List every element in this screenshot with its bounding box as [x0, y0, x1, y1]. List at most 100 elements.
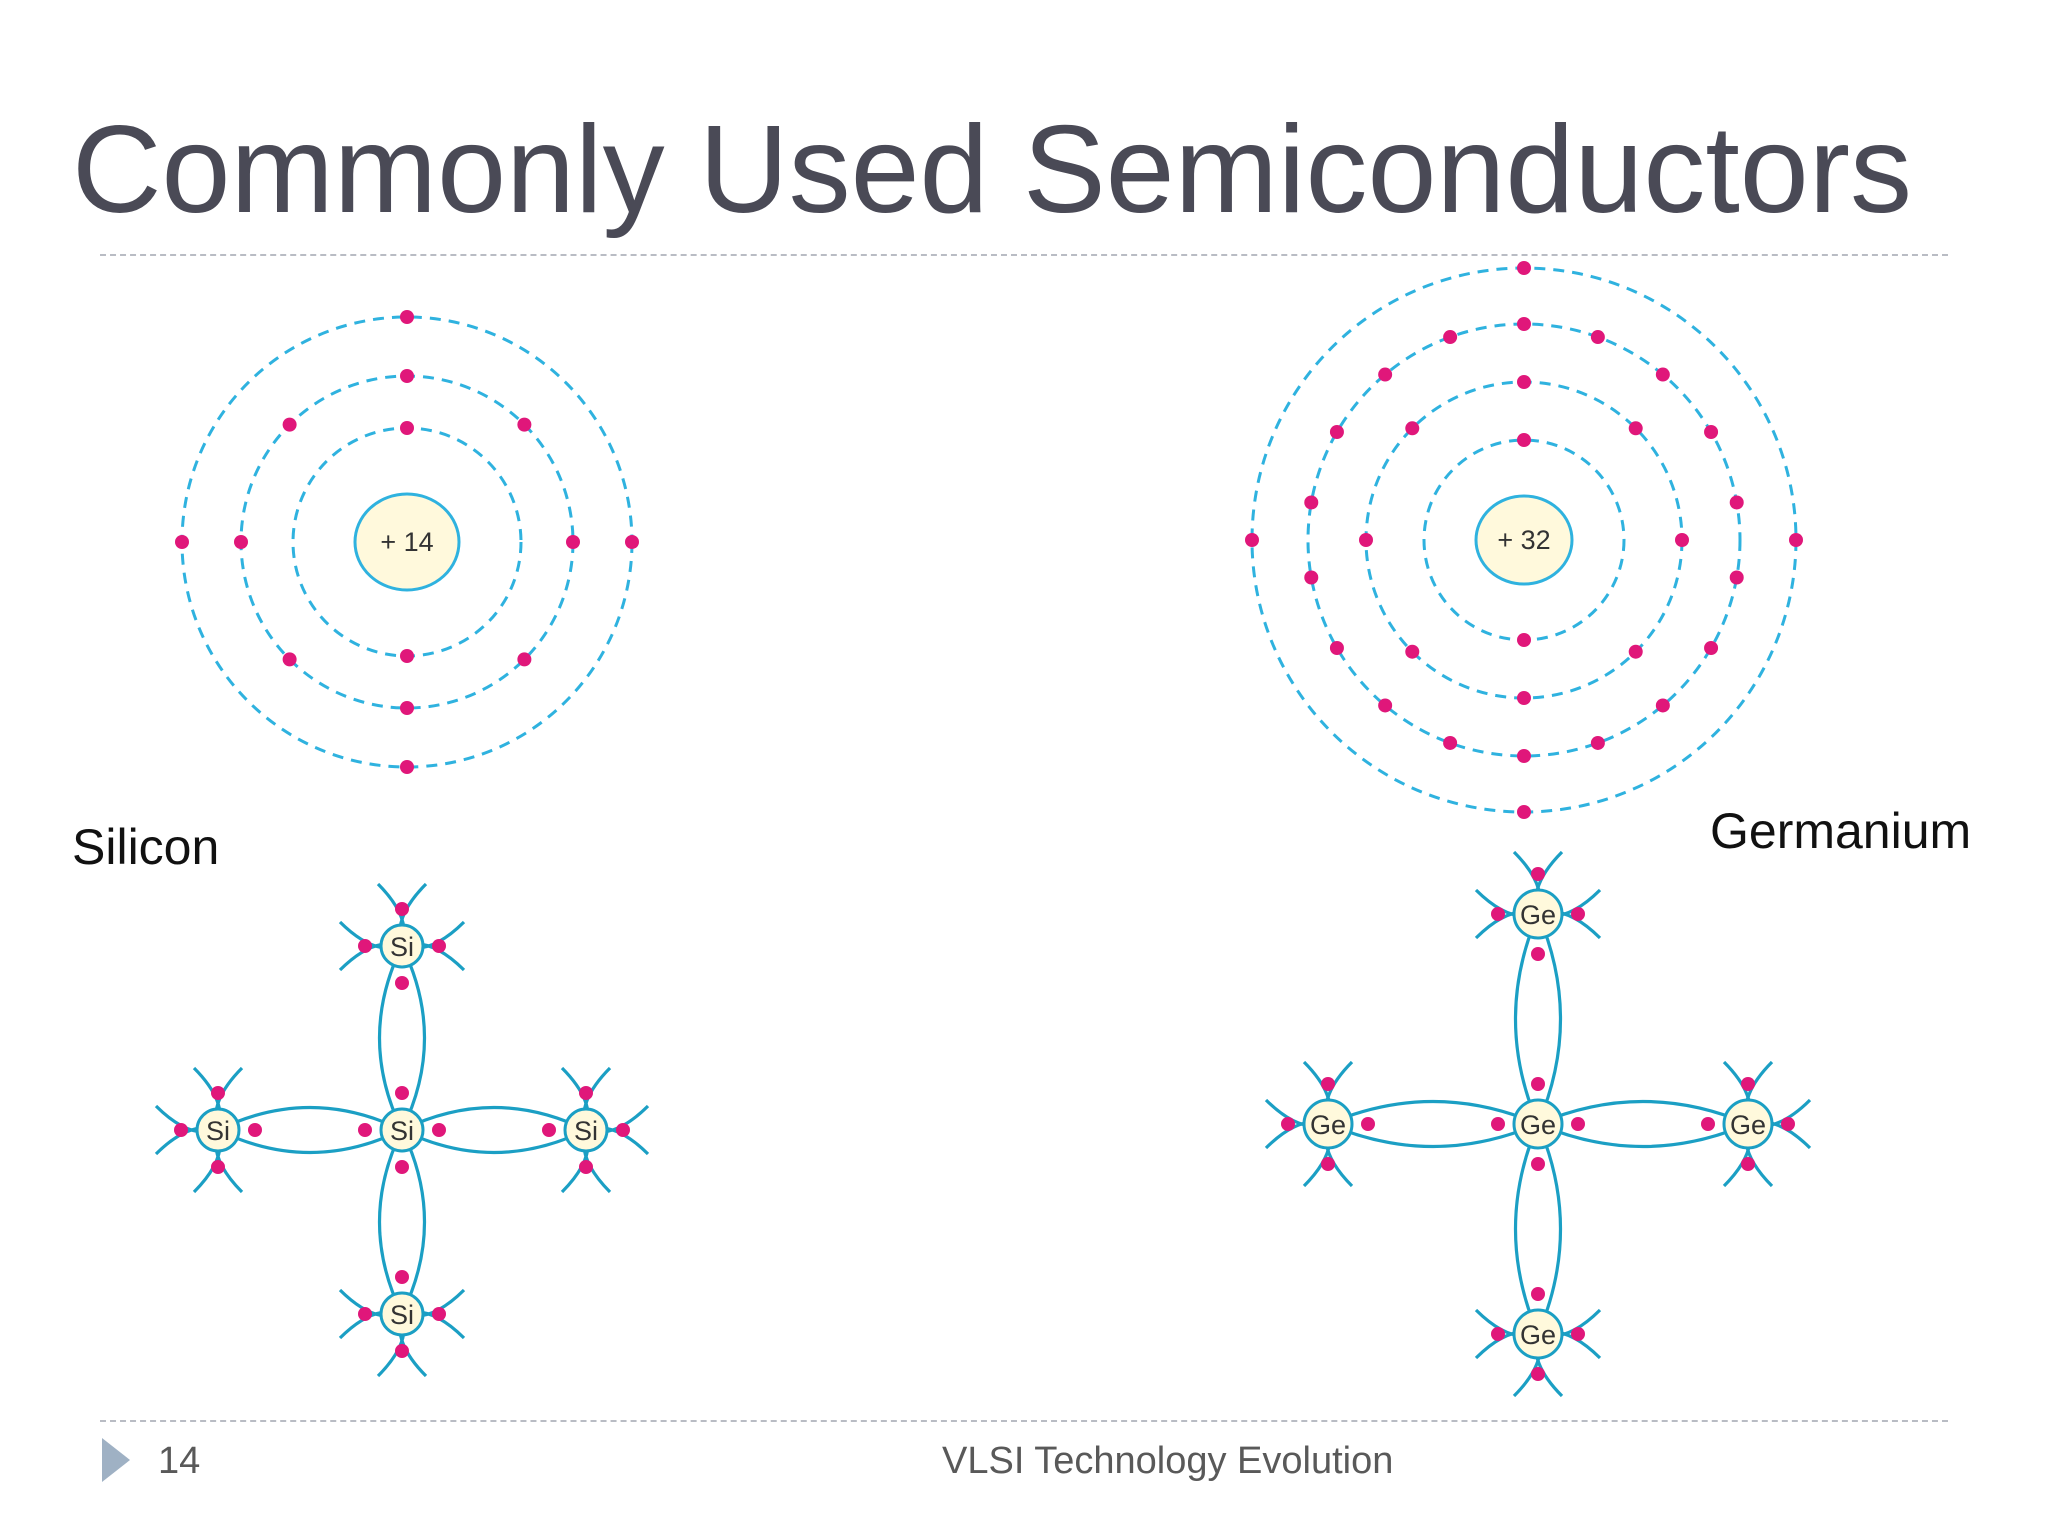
germanium-valence-electron [1531, 1157, 1545, 1171]
silicon-electron [400, 649, 414, 663]
silicon-valence-electron [432, 939, 446, 953]
germanium-valence-electron [1531, 947, 1545, 961]
germanium-valence-electron [1531, 867, 1545, 881]
germanium-electron [1304, 570, 1319, 585]
germanium-valence-electron [1781, 1117, 1795, 1131]
germanium-valence-electron [1701, 1117, 1715, 1131]
germanium-electron [1628, 421, 1643, 436]
silicon-electron [566, 535, 580, 549]
germanium-electron [1704, 425, 1719, 439]
germanium-electron [1675, 533, 1689, 547]
silicon-atom-symbol: Si [206, 1116, 230, 1146]
silicon-valence-electron [395, 1160, 409, 1174]
silicon-valence-electron [616, 1123, 630, 1137]
germanium-valence-electron [1571, 907, 1585, 921]
germanium-label: Germanium [1710, 803, 1972, 859]
germanium-bond [1536, 1123, 1562, 1335]
germanium-electron [1655, 698, 1670, 713]
germanium-bond [1536, 913, 1562, 1125]
silicon-label: Silicon [72, 819, 220, 875]
germanium-electron [1789, 533, 1803, 547]
germanium-atom-symbol: Ge [1310, 1110, 1346, 1140]
silicon-atom-symbol: Si [574, 1116, 598, 1146]
silicon-atom-symbol: Si [390, 1116, 414, 1146]
silicon-valence-electron [211, 1086, 225, 1100]
silicon-valence-electron [432, 1123, 446, 1137]
page-number: 14 [158, 1440, 201, 1482]
germanium-bond [1537, 1100, 1749, 1126]
silicon-valence-electron [174, 1123, 188, 1137]
silicon-electron [400, 701, 414, 715]
silicon-electron [234, 535, 248, 549]
silicon-electron [400, 421, 414, 435]
silicon-valence-electron [358, 1123, 372, 1137]
silicon-nucleus-charge: + 14 [380, 527, 433, 557]
germanium-electron [1729, 570, 1744, 585]
germanium-nucleus [1474, 494, 1574, 586]
title-divider [100, 254, 1948, 256]
silicon-bond [378, 1129, 404, 1315]
silicon-electron [282, 417, 297, 432]
silicon-atom-right [563, 1107, 609, 1153]
germanium-electron [1378, 367, 1393, 382]
germanium-atom-right [1722, 1098, 1774, 1150]
germanium-electron [1304, 495, 1319, 510]
silicon-valence-electron [432, 1307, 446, 1321]
germanium-valence-electron [1491, 907, 1505, 921]
germanium-atom-symbol: Ge [1520, 900, 1556, 930]
germanium-electron [1517, 749, 1531, 763]
germanium-electron [1329, 425, 1344, 439]
silicon-bond [217, 1128, 403, 1154]
silicon-bond [401, 1106, 587, 1132]
germanium-valence-electron [1491, 1117, 1505, 1131]
germanium-valence-electron [1281, 1117, 1295, 1131]
silicon-electron [400, 369, 414, 383]
germanium-atom-left [1302, 1098, 1354, 1150]
germanium-nucleus-charge: + 32 [1497, 525, 1550, 555]
germanium-electron [1329, 641, 1344, 655]
germanium-valence-electron [1321, 1157, 1335, 1171]
silicon-electron [400, 310, 414, 324]
germanium-electron [1359, 533, 1373, 547]
germanium-electron [1405, 421, 1420, 436]
germanium-electron [1517, 433, 1531, 447]
silicon-bond [400, 1129, 426, 1315]
germanium-atom-symbol: Ge [1730, 1110, 1766, 1140]
germanium-atom-bottom [1512, 1308, 1564, 1360]
germanium-valence-electron [1741, 1077, 1755, 1091]
germanium-bond [1514, 913, 1540, 1125]
germanium-electron [1443, 330, 1458, 345]
germanium-bond [1537, 1122, 1749, 1148]
silicon-valence-electron [542, 1123, 556, 1137]
germanium-electron [1517, 317, 1531, 331]
germanium-bohr-model: + 32 [1245, 261, 1803, 819]
germanium-atom-symbol: Ge [1520, 1110, 1556, 1140]
silicon-electron [517, 417, 532, 432]
germanium-electron [1443, 735, 1458, 750]
germanium-electron [1590, 330, 1605, 345]
germanium-electron [1405, 644, 1420, 659]
footer-title: VLSI Technology Evolution [942, 1440, 1394, 1482]
silicon-valence-electron [358, 939, 372, 953]
germanium-bond [1327, 1122, 1539, 1148]
silicon-valence-electron [248, 1123, 262, 1137]
germanium-valence-electron [1361, 1117, 1375, 1131]
silicon-atom-left [195, 1107, 241, 1153]
silicon-bond [217, 1106, 403, 1132]
silicon-valence-electron [395, 1086, 409, 1100]
germanium-electron [1517, 375, 1531, 389]
germanium-valence-electron [1571, 1327, 1585, 1341]
silicon-valence-electron [395, 1270, 409, 1284]
germanium-valence-electron [1321, 1077, 1335, 1091]
germanium-electron [1655, 367, 1670, 382]
silicon-atom-top [379, 923, 425, 969]
germanium-electron [1517, 261, 1531, 275]
silicon-electron [282, 652, 297, 667]
germanium-atom-top [1512, 888, 1564, 940]
silicon-bohr-model: + 14 [175, 310, 639, 774]
germanium-valence-electron [1531, 1287, 1545, 1301]
